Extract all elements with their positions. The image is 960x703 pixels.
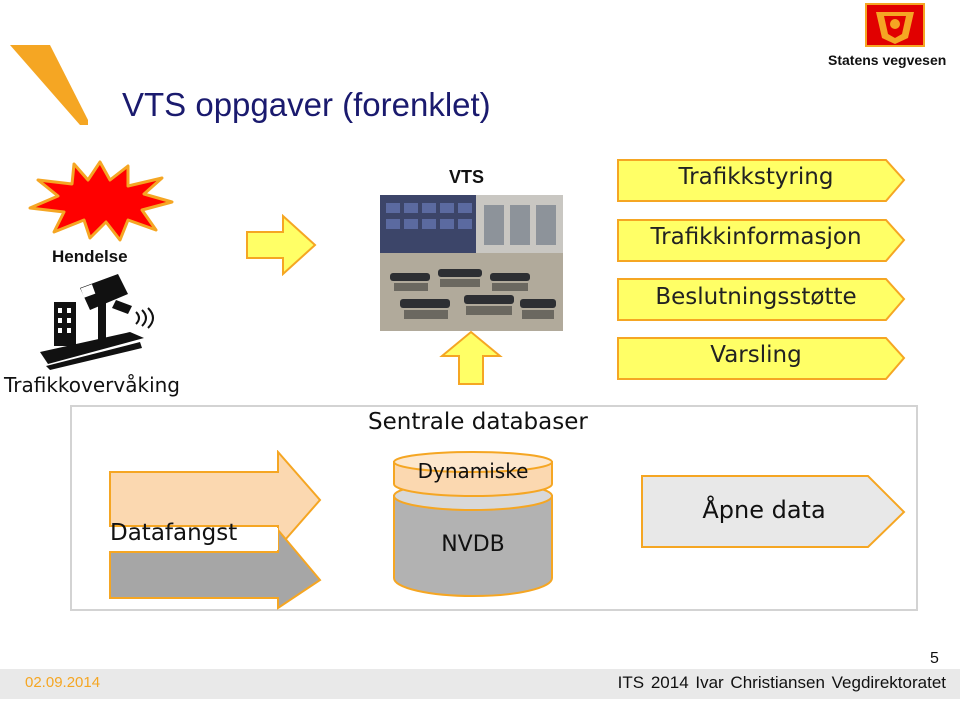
trafikkovervaking-label: Trafikkovervåking	[4, 373, 181, 397]
output-label-varsling: Varsling	[710, 342, 802, 368]
footer-credits: ITS 2014 Ivar Christiansen Vegdirektorat…	[617, 673, 946, 692]
incident-burst-icon	[28, 160, 174, 242]
footer-date: 02.09.2014	[25, 674, 101, 691]
dynamiske-label: Dynamiske	[417, 459, 529, 483]
output-label-beslutningsstotte: Beslutningsstøtte	[655, 284, 857, 310]
statens-vegvesen-logo-icon	[865, 3, 925, 47]
database-arrow-up	[439, 330, 503, 385]
output-arrow-beslutningsstotte	[617, 278, 906, 321]
apne-data-label: Åpne data	[702, 496, 826, 524]
page-title: VTS oppgaver (forenklet)	[122, 86, 491, 123]
output-label-trafikkinformasjon: Trafikkinformasjon	[650, 224, 862, 250]
datafangst-label: Datafangst	[110, 520, 238, 546]
control-room-photo	[380, 195, 563, 331]
logo-text: Statens vegvesen	[828, 52, 947, 68]
output-arrow-varsling	[617, 337, 906, 380]
output-label-trafikkstyring: Trafikkstyring	[678, 164, 834, 190]
vts-label: VTS	[449, 167, 485, 187]
sentrale-databaser-label: Sentrale databaser	[368, 409, 588, 435]
output-arrow-trafikkstyring	[617, 159, 906, 202]
database-cylinder-icon	[393, 451, 553, 597]
corner-accent	[10, 45, 88, 125]
apne-data-arrow	[641, 475, 906, 548]
input-arrow-right	[246, 214, 317, 276]
output-arrow-trafikkinformasjon	[617, 219, 906, 262]
page-number: 5	[930, 650, 939, 667]
footer-bar	[0, 669, 960, 699]
central-databases-frame	[70, 405, 918, 611]
nvdb-label: NVDB	[441, 532, 505, 557]
control-room-photo-illustration	[380, 195, 563, 331]
hendelse-label: Hendelse	[52, 247, 128, 266]
traffic-camera-icon	[40, 274, 154, 370]
datafangst-arrows	[109, 450, 322, 610]
